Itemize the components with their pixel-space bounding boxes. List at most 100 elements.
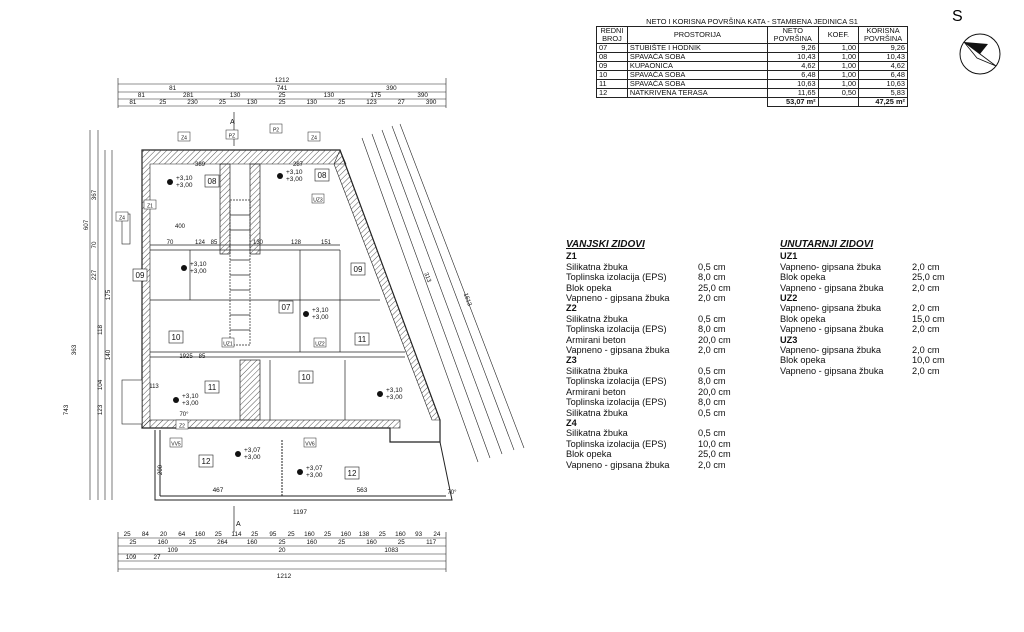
inner-dim: 313 xyxy=(422,272,431,284)
wall-tag: UZ1 xyxy=(221,337,235,348)
room-number: 10 xyxy=(302,373,311,382)
top-dim-row2: 130 xyxy=(230,92,241,99)
wall-layer-material: Toplinska izolacija (EPS) xyxy=(566,438,667,449)
top-dim-total: 1212 xyxy=(275,77,290,84)
wall-tag-box xyxy=(225,129,239,140)
level-symbol-icon xyxy=(235,451,241,457)
wall-group-name: UZ3 xyxy=(780,334,798,345)
wall-layer-thickness: 2,0 cm xyxy=(698,345,726,356)
inner-dim: 113 xyxy=(149,384,159,390)
wall-tag: UZ3 xyxy=(311,193,325,204)
header-redni-broj: REDNI BROJ xyxy=(596,26,628,44)
left-dim: 104 xyxy=(97,379,104,390)
area-table-title: NETO I KORISNA POVRŠINA KATA - STAMBENA … xyxy=(596,18,908,27)
level-bottom: +3,00 xyxy=(244,454,261,461)
room-label-box xyxy=(204,174,220,188)
level-markers: +3,10+3,00+3,10+3,00+3,10+3,00+3,10+3,00… xyxy=(167,169,403,479)
wall-layer-thickness: 8,0 cm xyxy=(698,272,726,283)
wall-tag: Z4 xyxy=(177,131,191,142)
wall-tag: UZ2 xyxy=(313,337,327,348)
wall-layer-thickness: 2,0 cm xyxy=(912,303,940,314)
wall-layer-thickness: 10,0 cm xyxy=(912,355,945,366)
room-number: 10 xyxy=(172,333,181,342)
wall-layer-row: Toplinska izolacija (EPS)8,0 cm xyxy=(566,376,748,386)
total-neto: 53,07 m² xyxy=(766,97,819,107)
inner-dim: 85 xyxy=(199,354,206,360)
compass-needle-tip xyxy=(964,42,988,54)
wall-layer-material: Toplinska izolacija (EPS) xyxy=(566,272,667,283)
level-top: +3,10 xyxy=(286,169,303,176)
wall-tag-box xyxy=(177,131,191,142)
bottom-dim-row1: 160 xyxy=(395,531,406,538)
room-number: 09 xyxy=(354,265,363,274)
wall-layer-material: Vapneno - gipsana žbuka xyxy=(566,459,670,470)
wall-tag-label: VV6 xyxy=(305,442,315,448)
wall-layer-thickness: 8,0 cm xyxy=(698,397,726,408)
wall-group-name: Z4 xyxy=(566,417,577,428)
wall-layer-thickness: 2,0 cm xyxy=(698,459,726,470)
total-spacer xyxy=(597,98,768,107)
wall-layer-material: Silikatna žbuka xyxy=(566,365,628,376)
total-korisna: 47,25 m² xyxy=(858,97,908,107)
level-marker: +3,10+3,00 xyxy=(377,387,403,401)
bottom-dim-row1: 25 xyxy=(215,531,223,538)
wall-layer-thickness: 25,0 cm xyxy=(698,449,731,460)
top-dim-row3: 390 xyxy=(426,99,437,106)
level-symbol-icon xyxy=(167,179,173,185)
room-10-mid: 10 xyxy=(298,370,314,384)
wall-tag: Z4 xyxy=(115,211,129,222)
room-12-left: 12 xyxy=(198,454,214,468)
wall-layer-material: Blok opeka xyxy=(780,313,826,324)
bottom-dim-row1: 24 xyxy=(433,531,441,538)
level-bottom: +3,00 xyxy=(306,472,323,479)
level-symbol-icon xyxy=(173,397,179,403)
level-top: +3,07 xyxy=(244,447,261,454)
wall-tag-label: PZ xyxy=(229,134,235,140)
room-label-box xyxy=(168,330,184,344)
top-dim-row3: 123 xyxy=(366,99,377,106)
level-symbol-icon xyxy=(181,265,187,271)
bottom-dim-inner: 1197 xyxy=(293,509,307,516)
bottom-dim-row3: 109 xyxy=(167,547,178,554)
wall-layer-row: Toplinska izolacija (EPS)10,0 cm xyxy=(566,439,748,449)
wall-group-name: Z3 xyxy=(566,355,577,366)
room-number: 09 xyxy=(136,271,145,280)
wall-tag-box xyxy=(221,337,235,348)
level-top: +3,10 xyxy=(176,175,193,182)
left-dim: 70 xyxy=(91,241,98,249)
inner-dim: 130 xyxy=(253,240,264,246)
inner-dim: 124 xyxy=(195,240,206,246)
wall-layer-thickness: 2,0 cm xyxy=(912,282,940,293)
room-07: 07 xyxy=(278,300,294,314)
room-08-left: 08 xyxy=(204,174,220,188)
room-label-box xyxy=(204,380,220,394)
wall-tag-label: Z4 xyxy=(181,136,187,142)
wall-tag-box xyxy=(115,211,129,222)
wall-layer-material: Blok opeka xyxy=(780,272,826,283)
top-dim-row2: 175 xyxy=(370,92,381,99)
bottom-dim-row1: 25 xyxy=(379,531,387,538)
wall-tag-label: UZ3 xyxy=(313,198,323,204)
level-symbol-icon xyxy=(277,173,283,179)
bottom-dim-row2: 160 xyxy=(307,539,318,546)
inner-dim: 389 xyxy=(195,162,206,168)
left-dimension-lines xyxy=(89,130,113,500)
bottom-dim-row1: 25 xyxy=(251,531,259,538)
wall-layer-material: Vapneno- gipsana žbuka xyxy=(780,261,881,272)
inner-dim: 1613 xyxy=(462,292,472,307)
bottom-dim-row2: 117 xyxy=(426,539,437,546)
bottom-dim-row2: 160 xyxy=(157,539,168,546)
wall-layer-material: Vapneno - gipsana žbuka xyxy=(780,324,884,335)
wall-layer-material: Vapneno- gipsana žbuka xyxy=(780,303,881,314)
bottom-dim-row2: 25 xyxy=(338,539,346,546)
bottom-dim-row1: 84 xyxy=(142,531,150,538)
wall-tag: Z2 xyxy=(175,419,189,430)
